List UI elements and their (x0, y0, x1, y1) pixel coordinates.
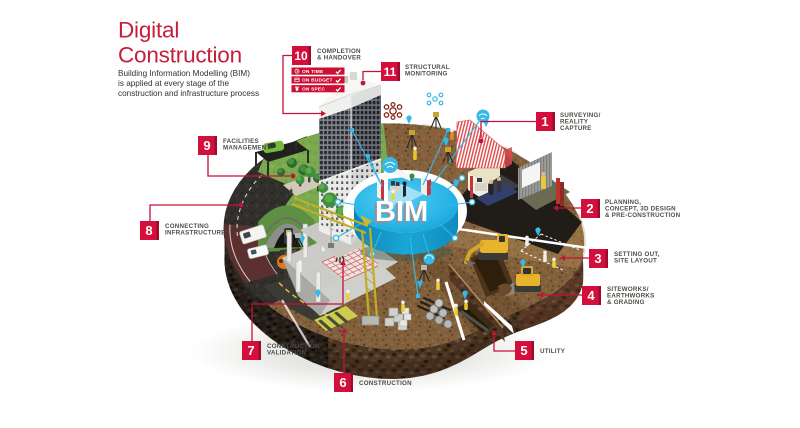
svg-text:7: 7 (247, 343, 254, 358)
svg-text:CONSTRUCTION: CONSTRUCTION (359, 380, 412, 387)
svg-text:BIM: BIM (375, 196, 428, 228)
svg-text:6: 6 (339, 375, 346, 390)
svg-text:1: 1 (541, 114, 548, 129)
svg-text:4: 4 (587, 288, 595, 303)
svg-text:construction and infrastructur: construction and infrastructure process (118, 89, 259, 98)
svg-text:8: 8 (145, 223, 152, 238)
svg-text:SITEWORKS/EARTHWORKS& GRADING: SITEWORKS/EARTHWORKS& GRADING (607, 286, 655, 306)
svg-text:10: 10 (294, 49, 308, 63)
svg-text:ON TIME: ON TIME (302, 69, 324, 75)
svg-text:BIM: BIM (373, 198, 426, 230)
svg-text:ON BUDGET: ON BUDGET (302, 78, 333, 84)
svg-text:5: 5 (520, 343, 527, 358)
svg-text:COMPLETION& HANDOVER: COMPLETION& HANDOVER (317, 48, 361, 62)
svg-text:3: 3 (594, 251, 601, 266)
svg-text:is applied at every stage of t: is applied at every stage of the (118, 79, 230, 88)
svg-text:2: 2 (586, 201, 593, 216)
svg-text:Building Information Modelling: Building Information Modelling (BIM) (118, 69, 250, 78)
svg-text:Construction: Construction (118, 43, 242, 68)
svg-text:UTILITY: UTILITY (540, 348, 566, 355)
svg-text:ON SPEC: ON SPEC (302, 87, 325, 93)
svg-text:9: 9 (203, 138, 210, 153)
svg-text:SETTING OUT,SITE LAYOUT: SETTING OUT,SITE LAYOUT (614, 251, 660, 265)
svg-text:11: 11 (384, 65, 397, 79)
svg-text:Digital: Digital (118, 18, 179, 43)
svg-text:PLANNING,CONCEPT, 3D DESIGN& P: PLANNING,CONCEPT, 3D DESIGN& PRE-CONSTRU… (605, 199, 681, 219)
